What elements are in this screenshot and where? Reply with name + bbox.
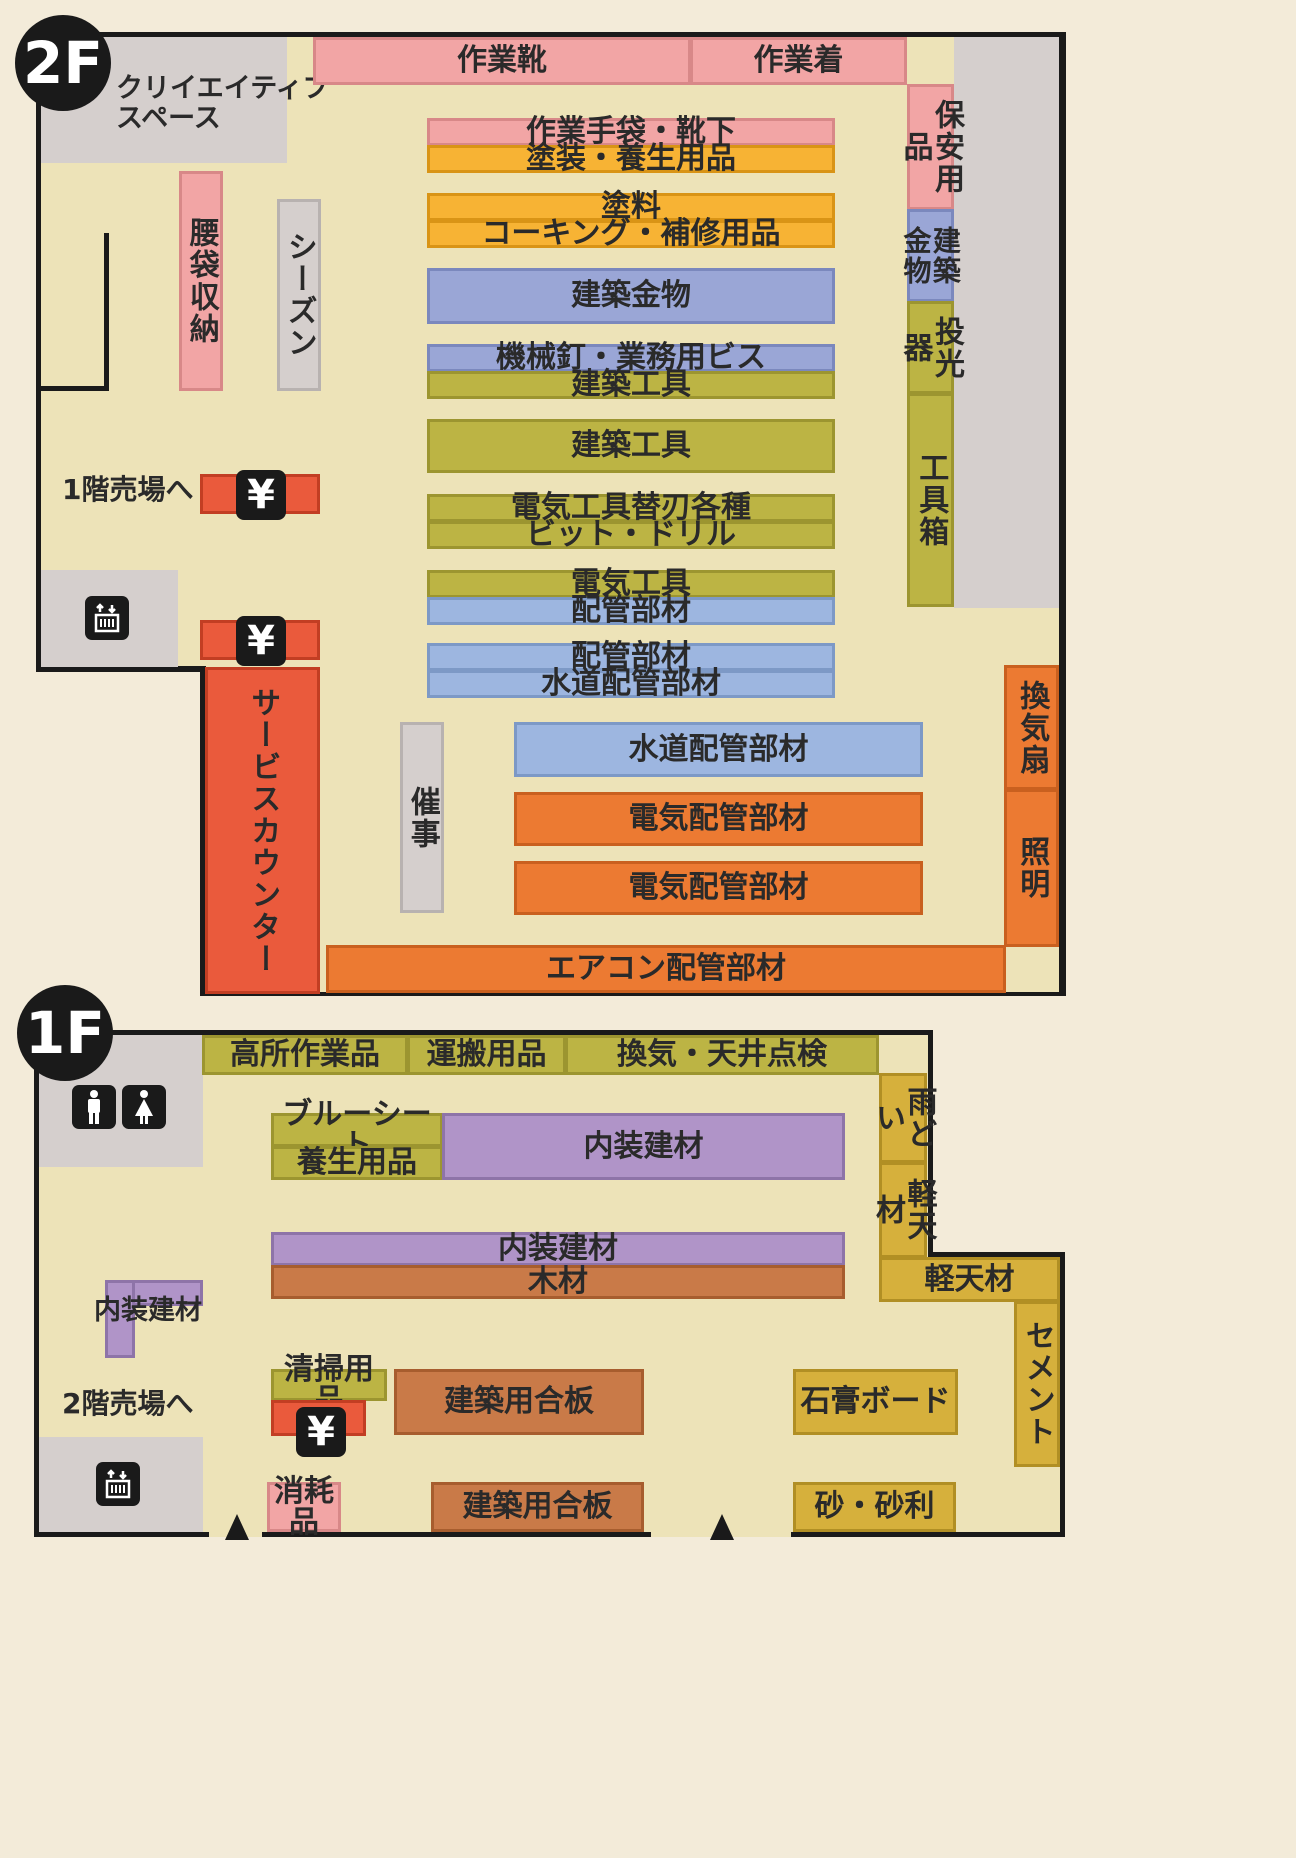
shelf-sand-gravel[interactable]: 砂・砂利	[793, 1482, 956, 1532]
floor-2-wall-corner-v	[200, 666, 205, 996]
shelf-interior-b[interactable]: 内装建材	[271, 1232, 845, 1266]
yen-icon: ¥	[296, 1407, 346, 1457]
partition-wall	[104, 233, 109, 389]
floor-1-badge: 1F	[17, 985, 113, 1081]
shelf-consumables[interactable]: 消耗品	[267, 1475, 341, 1538]
shelf-toolboxes[interactable]: 工具箱	[907, 393, 954, 607]
shelf-curing-goods[interactable]: 養生用品	[271, 1146, 443, 1180]
shelf-lumber[interactable]: 木材	[271, 1265, 845, 1299]
shelf-vent-ceiling[interactable]: 換気・天井点検	[565, 1035, 879, 1075]
shelf-safety-goods[interactable]: 保安用品	[898, 84, 964, 210]
service-counter[interactable]: サービスカウンター	[205, 667, 320, 994]
shelf-tool-pouches[interactable]: 腰袋収納	[179, 171, 223, 391]
shelf-gypsum-board[interactable]: 石膏ボード	[793, 1369, 958, 1435]
shelf-work-gloves[interactable]: 作業手袋・靴下	[427, 116, 835, 148]
shelf-high-work[interactable]: 高所作業品	[202, 1035, 408, 1075]
shelf-light-steel-v[interactable]: 軽天材	[870, 1162, 937, 1258]
elevator-icon[interactable]	[85, 596, 129, 640]
shelf-building-tools-b[interactable]: 建築工具	[427, 419, 835, 473]
entrance-arrow-icon	[710, 1514, 734, 1540]
shelf-electrical-piping-b[interactable]: 電気配管部材	[514, 861, 923, 915]
to-2f-label: 2階売場へ	[62, 1387, 194, 1420]
floor-2-wall-corner	[36, 666, 206, 671]
shelf-piping-b[interactable]: 配管部材	[427, 641, 835, 673]
shelf-painting-curing[interactable]: 塗装・養生用品	[427, 143, 835, 175]
shelf-plywood-b[interactable]: 建築用合板	[431, 1482, 644, 1532]
elevator-icon[interactable]	[96, 1462, 140, 1506]
shelf-blue-sheet[interactable]: ブルーシート	[271, 1098, 443, 1161]
shelf-paint[interactable]: 塗料	[427, 191, 835, 223]
yen-icon: ¥	[236, 470, 286, 520]
shelf-transport[interactable]: 運搬用品	[407, 1035, 566, 1075]
shelf-gutters[interactable]: 雨どい	[870, 1073, 937, 1163]
shelf-work-shoes[interactable]: 作業靴	[313, 37, 691, 85]
storage-area-right	[954, 37, 1059, 608]
shelf-interior-c-vertical[interactable]	[105, 1280, 135, 1358]
shelf-electrical-piping-a[interactable]: 電気配管部材	[514, 792, 923, 846]
shelf-power-tools[interactable]: 電気工具	[427, 568, 835, 600]
shelf-cement[interactable]: セメント	[1014, 1301, 1060, 1467]
floor-2-badge: 2F	[15, 15, 111, 111]
creative-space-label: クリイエイティブ スペース	[116, 73, 330, 134]
womens-restroom-icon[interactable]	[122, 1085, 166, 1129]
shelf-light-steel-h[interactable]: 軽天材	[879, 1257, 1060, 1302]
shelf-aircon-piping[interactable]: エアコン配管部材	[326, 945, 1006, 993]
shelf-machine-nails[interactable]: 機械釘・業務用ビス	[427, 342, 835, 374]
shelf-interior-a[interactable]: 内装建材	[442, 1113, 845, 1180]
shelf-cleaning[interactable]: 清掃用品	[271, 1353, 387, 1416]
shelf-building-hardware[interactable]: 建築金物	[427, 268, 835, 324]
to-1f-label: 1階売場へ	[62, 473, 194, 506]
yen-icon: ¥	[236, 616, 286, 666]
shelf-plywood-a[interactable]: 建築用合板	[394, 1369, 644, 1435]
shelf-caulking[interactable]: コーキング・補修用品	[427, 218, 835, 250]
floor-2-outside-corner	[30, 672, 200, 1002]
shelf-water-piping-b[interactable]: 水道配管部材	[514, 722, 923, 777]
shelf-season[interactable]: シーズン	[277, 199, 321, 391]
shelf-bits-drills[interactable]: ビット・ドリル	[427, 519, 835, 551]
partition-wall-h	[41, 386, 109, 391]
shelf-water-piping-a[interactable]: 水道配管部材	[427, 668, 835, 700]
shelf-work-clothes[interactable]: 作業着	[690, 37, 907, 85]
shelf-building-hardware-v[interactable]: 建築金物	[900, 209, 962, 302]
shelf-floodlights[interactable]: 投光器	[898, 301, 964, 394]
shelf-power-tool-blades[interactable]: 電気工具替刃各種	[427, 492, 835, 524]
shelf-interior-c-label: 内装建材	[94, 1295, 202, 1326]
shelf-lighting[interactable]: 照明	[1004, 789, 1059, 947]
shelf-piping-a[interactable]: 配管部材	[427, 595, 835, 627]
shelf-building-tools-a[interactable]: 建築工具	[427, 369, 835, 401]
mens-restroom-icon[interactable]	[72, 1085, 116, 1129]
shelf-ventilation-fans[interactable]: 換気扇	[1004, 665, 1059, 790]
entrance-arrow-icon	[225, 1514, 249, 1540]
shelf-events[interactable]: 催事	[400, 722, 444, 913]
